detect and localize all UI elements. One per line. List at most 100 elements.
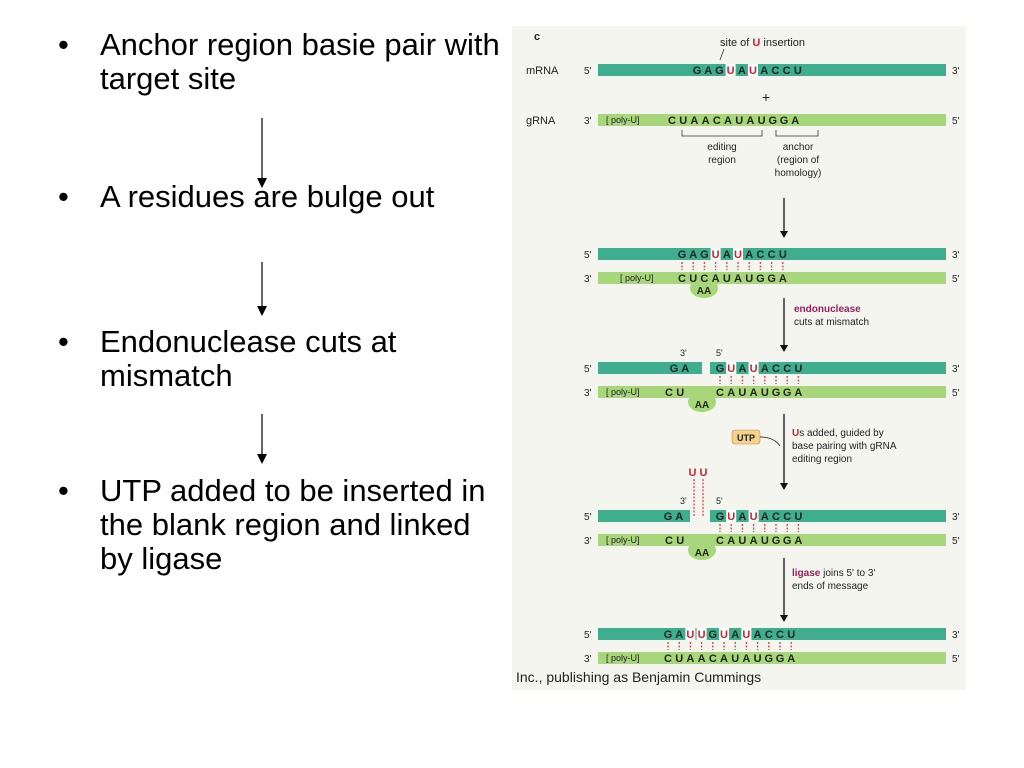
grna-base: A	[724, 115, 732, 127]
mrna-strand-right	[710, 510, 946, 522]
credit-line: Inc., publishing as Benjamin Cummings	[516, 669, 761, 685]
bullet-dot: •	[58, 27, 69, 62]
mrna-base: A	[675, 629, 683, 641]
grna-base: A	[712, 273, 720, 285]
grna-base: A	[746, 115, 754, 127]
mrna-base: U	[779, 249, 787, 261]
mrna-base: G	[709, 629, 718, 641]
ligase-label: ligase joins 5' to 3'	[792, 568, 875, 579]
grna-base: A	[686, 653, 694, 665]
grna-strand	[598, 534, 946, 546]
uu-label: U U	[689, 467, 708, 479]
mrna-strand-left	[598, 510, 690, 522]
grna-base: C	[665, 535, 673, 547]
three-prime-label: 3'	[952, 512, 960, 523]
grna-base: G	[783, 387, 792, 399]
grna-base: A	[794, 387, 802, 399]
grna-base: A	[750, 387, 758, 399]
process-arrow-head	[780, 231, 788, 238]
mrna-base: C	[772, 363, 780, 375]
grna-base: U	[761, 535, 769, 547]
endonuclease-label: endonuclease	[794, 304, 861, 315]
mrna-base: U	[727, 363, 735, 375]
site-pointer-line	[719, 48, 725, 61]
grna-base: A	[779, 273, 787, 285]
grna-base: A	[742, 653, 750, 665]
five-prime-label: 5'	[716, 348, 723, 358]
grna-base: A	[787, 653, 795, 665]
mrna-strand-right	[710, 362, 946, 374]
utp-label: UTP	[737, 433, 755, 443]
mrna-base: U	[698, 629, 706, 641]
grna-base: A	[698, 653, 706, 665]
three-prime-label: 3'	[680, 348, 687, 358]
grna-base: A	[727, 535, 735, 547]
three-prime-label: 3'	[584, 116, 592, 127]
grna-base: G	[769, 115, 778, 127]
three-prime-label: 3'	[584, 654, 592, 665]
five-prime-label: 5'	[716, 496, 723, 506]
mrna-base: U	[742, 629, 750, 641]
bullet-dot: •	[58, 473, 69, 508]
grna-base: U	[689, 273, 697, 285]
mrna-base: G	[716, 511, 725, 523]
mrna-base: C	[771, 65, 779, 77]
mrna-label: mRNA	[526, 65, 559, 77]
bullet-text: UTP added to be inserted in the blank re…	[100, 473, 486, 576]
us-added-label: editing region	[792, 454, 852, 465]
grna-strand	[598, 272, 946, 284]
poly-u-label: [ poly-U]	[606, 653, 640, 663]
mrna-base: U	[712, 249, 720, 261]
mrna-base: G	[715, 65, 724, 77]
process-arrow-head	[780, 615, 788, 622]
bulge-aa-label: AA	[695, 400, 709, 411]
mrna-base: A	[754, 629, 762, 641]
bullet-anchor-region: • Anchor region basie pair with target s…	[58, 27, 500, 108]
mrna-strand	[598, 248, 946, 260]
three-prime-label: 3'	[584, 274, 592, 285]
bullet-list: • Anchor region basie pair with target s…	[0, 0, 500, 768]
mrna-base: C	[772, 511, 780, 523]
three-prime-label: 3'	[584, 536, 592, 547]
mrna-base: A	[760, 65, 768, 77]
grna-base: U	[761, 387, 769, 399]
grna-base: C	[709, 653, 717, 665]
grna-base: C	[668, 115, 676, 127]
grna-base: A	[720, 653, 728, 665]
grna-base: U	[738, 387, 746, 399]
editing-region-label: region	[708, 155, 736, 166]
site-of-insertion-label: site of U insertion	[720, 37, 805, 49]
grna-base: U	[679, 115, 687, 127]
mrna-base: C	[783, 65, 791, 77]
bullet-text: A residues are bulge out	[100, 179, 435, 214]
grna-base: G	[780, 115, 789, 127]
grna-base: C	[716, 535, 724, 547]
mrna-base: A	[761, 511, 769, 523]
grna-base: C	[678, 273, 686, 285]
five-prime-label: 5'	[584, 250, 592, 261]
mrna-base: C	[783, 511, 791, 523]
mrna-base: A	[731, 629, 739, 641]
editing-region-label: editing	[707, 142, 736, 153]
inserted-base-box	[719, 628, 729, 640]
mrna-base: A	[704, 65, 712, 77]
anchor-label: (region of	[777, 155, 819, 166]
grna-base: C	[700, 273, 708, 285]
bullet-text: Endonuclease cuts at mismatch	[100, 324, 397, 393]
mrna-base: C	[776, 629, 784, 641]
five-prime-label: 5'	[952, 274, 960, 285]
utp-arrow	[759, 436, 781, 447]
ligase-label: ends of message	[792, 581, 869, 592]
five-prime-label: 5'	[952, 654, 960, 665]
five-prime-label: 5'	[952, 536, 960, 547]
grna-base: C	[713, 115, 721, 127]
three-prime-label: 3'	[680, 496, 687, 506]
three-prime-label: 3'	[952, 250, 960, 261]
grna-base: U	[676, 535, 684, 547]
three-prime-label: 3'	[584, 388, 592, 399]
inserted-base-box	[748, 510, 759, 522]
us-added-label: Us added, guided by	[792, 428, 884, 439]
mrna-base: U	[727, 511, 735, 523]
grna-base: G	[772, 535, 781, 547]
